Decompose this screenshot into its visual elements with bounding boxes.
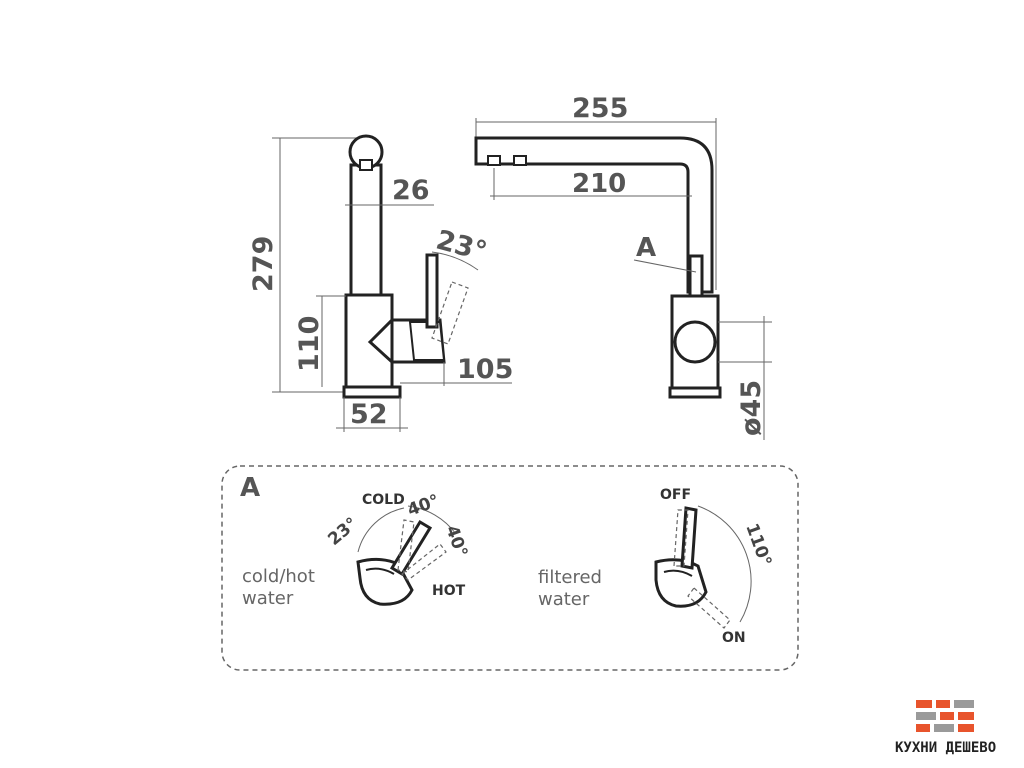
dim-spout-diameter: 26 [392,175,430,206]
dim-body-depth: 105 [457,354,513,385]
angle-110: 110° [741,521,775,569]
cold-label: COLD [362,492,405,508]
cold-hot-desc-1: cold/hot [242,566,315,587]
logo-text: КУХНИ ДЕШЕВО [895,740,996,756]
dim-spout-reach: 255 [572,93,628,124]
on-label: ON [722,630,746,646]
dim-height-total: 279 [248,236,279,292]
cold-hot-desc-2: water [242,588,294,609]
off-label: OFF [660,487,691,503]
front-view: 255 210 A ø45 [474,93,772,440]
filtered-desc-2: water [538,589,590,610]
dim-base-diameter: ø45 [736,380,767,436]
detail-label: A [240,473,260,503]
detail-a-panel: A cold/hot water COLD HOT 23° 40° 40° fi… [221,465,799,671]
callout-a: A [636,233,656,263]
brand-logo: КУХНИ ДЕШЕВО [895,700,996,756]
angle-40b: 40° [441,523,471,560]
filtered-desc-1: filtered [538,567,602,588]
dim-lever-angle: 23° [433,225,490,268]
filtered-detail: filtered water OFF ON 110° [538,487,775,646]
cold-hot-detail: cold/hot water COLD HOT 23° 40° 40° [242,491,471,609]
hot-label: HOT [432,583,466,599]
dim-base-width: 52 [350,399,388,430]
side-view: 279 26 23° 110 105 [248,134,513,432]
dim-spout-inner-reach: 210 [572,169,626,199]
dim-body-height: 110 [294,316,325,372]
angle-23: 23° [324,514,362,550]
